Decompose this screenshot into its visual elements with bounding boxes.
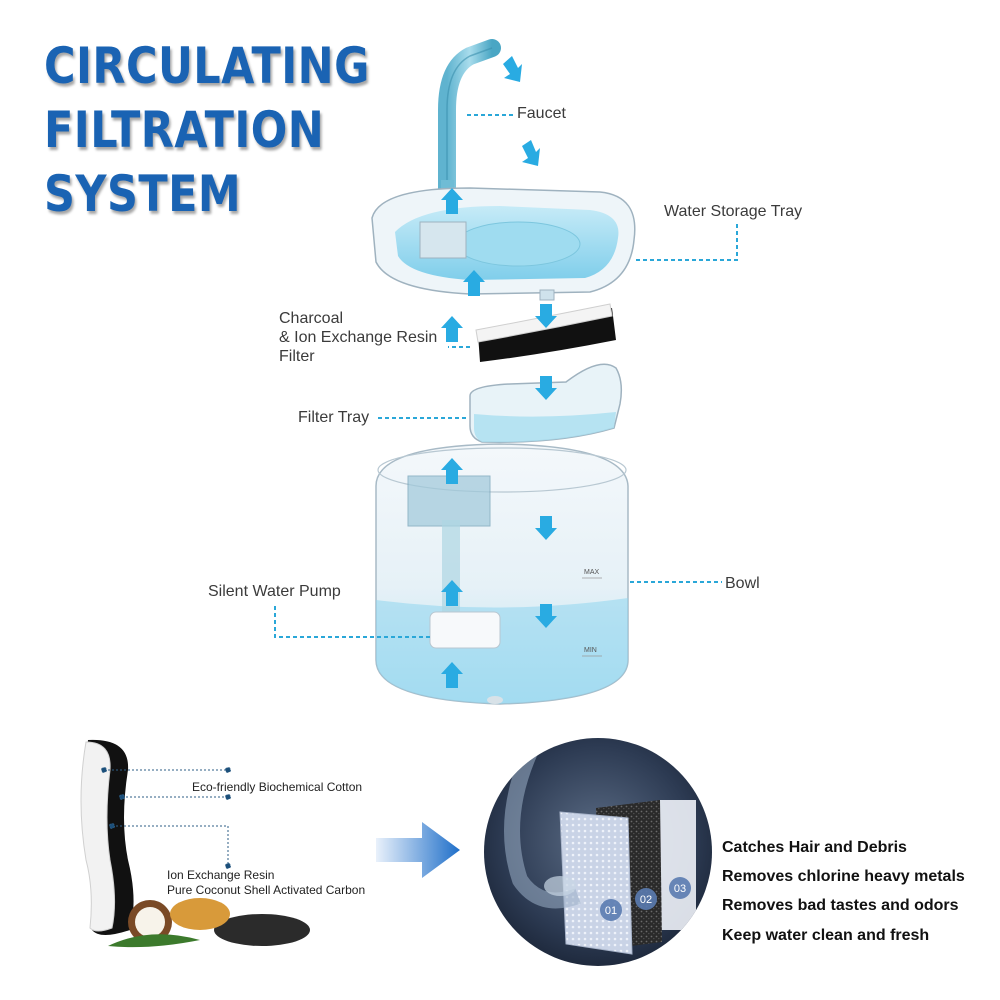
min-mark: MIN (584, 647, 597, 654)
stage-01-label: 01 (605, 905, 617, 917)
filter-label-line-3: Filter (279, 348, 315, 365)
storage-tray-label: Water Storage Tray (664, 203, 803, 220)
page-title: CIRCULATING FILTRATION SYSTEM (44, 34, 370, 226)
flow-arrow-up (441, 188, 463, 214)
flow-arrows (441, 56, 557, 688)
faucet-part (438, 39, 501, 199)
stage-03-label: 03 (674, 883, 686, 895)
flow-arrow-out (522, 140, 540, 166)
flow-arrow-up (441, 580, 463, 606)
bowl-label: Bowl (725, 575, 760, 592)
benefit-item: Keep water clean and fresh (722, 927, 930, 944)
filter-tray-part (469, 363, 623, 443)
filter-cross-section (80, 739, 134, 935)
flow-arrow-up (463, 270, 485, 296)
carbon-layer-label: Pure Coconut Shell Activated Carbon (167, 883, 366, 897)
flow-arrow-up (441, 316, 463, 342)
bowl-part: MAX MIN (375, 443, 629, 705)
water-storage-tray-part (371, 187, 636, 301)
flow-arrow-up (441, 662, 463, 688)
stage-02-label: 02 (640, 894, 652, 906)
faucet-label: Faucet (517, 105, 566, 122)
cotton-layer-label: Eco-friendly Biochemical Cotton (192, 780, 363, 794)
pump-label: Silent Water Pump (208, 583, 341, 600)
flow-arrow-down (535, 516, 557, 540)
resin-layer-label: Ion Exchange Resin (167, 868, 275, 882)
flow-arrow-down (535, 604, 557, 628)
flow-arrow-up (441, 458, 463, 484)
benefit-item: Removes chlorine heavy metals (722, 868, 965, 885)
filter-label-line-2: & Ion Exchange Resin (279, 329, 438, 346)
leader-lines (274, 114, 738, 638)
coconut-carbon-image (108, 898, 310, 948)
title-line-3: SYSTEM (44, 165, 242, 223)
benefit-item: Catches Hair and Debris (722, 839, 907, 856)
title-line-1: CIRCULATING (44, 37, 370, 95)
flow-arrow-down (535, 376, 557, 400)
flow-arrow-out (503, 56, 522, 82)
max-mark: MAX (584, 569, 600, 576)
filter-tray-label: Filter Tray (298, 409, 370, 426)
filter-stages-closeup: 01 02 03 (484, 738, 712, 966)
flow-arrow-down (535, 304, 557, 328)
benefit-item: Removes bad tastes and odors (722, 897, 959, 914)
process-arrow (376, 822, 460, 878)
filter-label-line-1: Charcoal (279, 310, 344, 327)
title-line-2: FILTRATION (44, 101, 325, 159)
layer-leaders (101, 767, 231, 869)
